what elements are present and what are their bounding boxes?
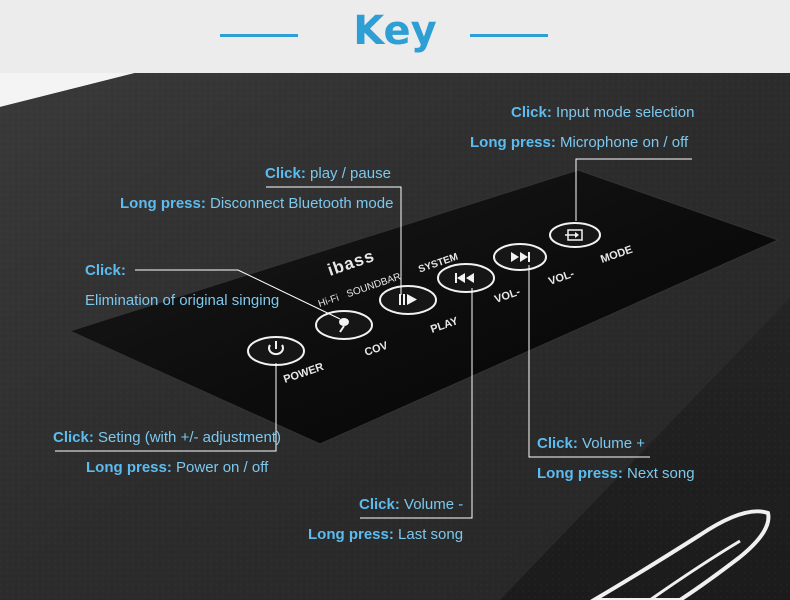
- power-icon: [268, 341, 284, 356]
- callout-cov-text: Elimination of original singing: [85, 292, 280, 309]
- leader-cov: [135, 269, 341, 320]
- callout-vol-up-click: Click: Volume +: [537, 435, 645, 452]
- header-bar: Key: [0, 0, 790, 73]
- fast-forward-icon: [511, 252, 530, 262]
- volume-up-button[interactable]: [493, 243, 547, 271]
- callout-vol-down-click: Click: Volume -: [359, 496, 464, 513]
- callout-cov-click: Click:: [85, 262, 126, 279]
- leader-vol-down: [360, 288, 473, 519]
- mode-button[interactable]: [549, 222, 601, 248]
- callout-play-click: Click: play / pause: [265, 165, 391, 182]
- callout-play-long: Long press: Disconnect Bluetooth mode: [120, 195, 394, 212]
- page-title: Key: [353, 8, 437, 54]
- callout-vol-down-long: Long press: Last song: [308, 526, 464, 543]
- callout-vol-up-long: Long press: Next song: [537, 465, 695, 482]
- callout-mode-click: Click: Input mode selection: [511, 104, 695, 121]
- play-pause-button[interactable]: [379, 285, 437, 315]
- volume-down-button[interactable]: [437, 263, 495, 293]
- front-logo: [590, 509, 771, 600]
- soundbar-illustration: ibass Hi-Fi SOUNDBAR SYSTEM POWER COV PL…: [0, 73, 790, 600]
- callout-power-long: Long press: Power on / off: [86, 459, 269, 476]
- play-pause-icon: [399, 294, 417, 305]
- rewind-icon: [455, 273, 474, 283]
- cov-button[interactable]: [315, 310, 373, 340]
- callout-mode-long: Long press: Microphone on / off: [470, 134, 689, 151]
- leader-mode: [575, 158, 692, 221]
- leader-power: [55, 363, 277, 452]
- power-button[interactable]: [247, 336, 305, 366]
- microphone-icon: [339, 318, 349, 333]
- header-rule-left: [220, 34, 298, 37]
- input-mode-icon: [565, 229, 583, 241]
- soundbar-photo: ibass Hi-Fi SOUNDBAR SYSTEM POWER COV PL…: [0, 73, 790, 600]
- leader-play: [266, 186, 402, 295]
- leader-vol-up: [528, 265, 650, 458]
- callout-power-click: Click: Seting (with +/- adjustment): [53, 429, 282, 446]
- header-rule-right: [470, 34, 548, 37]
